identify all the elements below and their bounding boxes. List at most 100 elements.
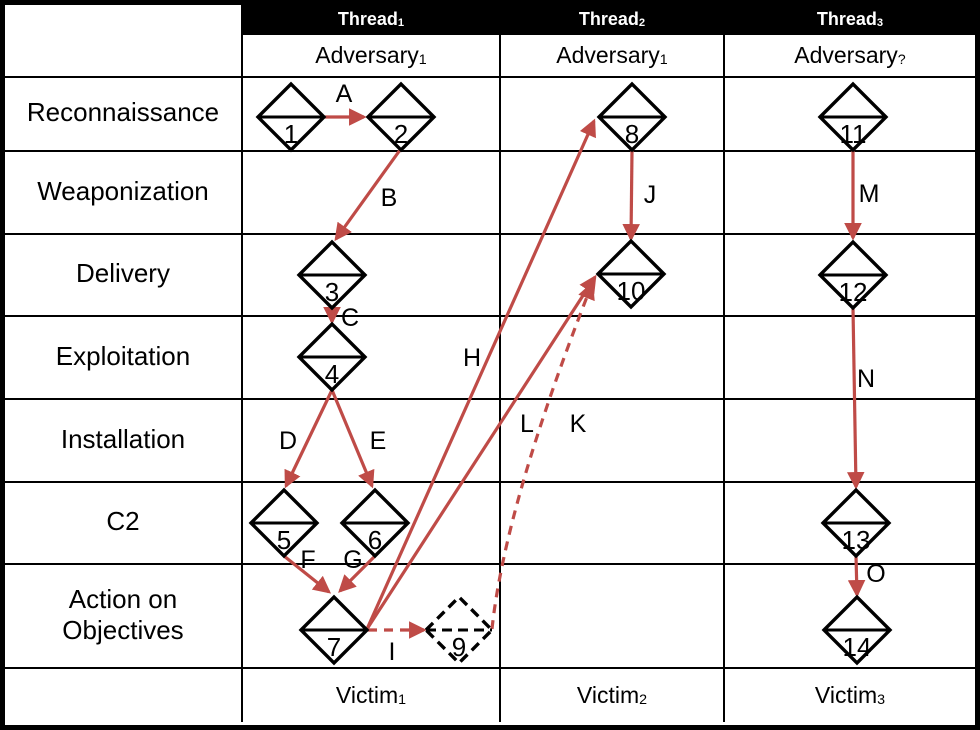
node-2-number: 2 xyxy=(394,119,408,149)
arrow-label-E: E xyxy=(370,427,387,455)
phase-weaponization: Weaponization xyxy=(37,175,209,206)
arrow-label-O: O xyxy=(866,560,885,588)
arrow-N xyxy=(846,307,865,490)
victim1-label: Victim xyxy=(335,681,399,708)
phase-reconnaissance: Reconnaissance xyxy=(26,97,220,128)
node-14-number: 14 xyxy=(843,632,872,662)
arrow-label-B: B xyxy=(381,184,398,212)
arrow-B xyxy=(334,149,402,242)
grid-line xyxy=(5,667,975,669)
arrow-K xyxy=(490,281,595,630)
phase-delivery: Delivery xyxy=(76,258,170,289)
adversary3-label: Adversary xyxy=(794,42,898,68)
node-1: 1 xyxy=(255,81,327,153)
arrow-J xyxy=(622,150,640,242)
node-10-number: 10 xyxy=(617,276,646,306)
node-8-number: 8 xyxy=(625,119,639,149)
node-12-number: 12 xyxy=(839,277,868,307)
grid-line xyxy=(5,481,975,483)
adversary1-label: Adversary xyxy=(315,42,419,68)
node-13-number: 13 xyxy=(842,525,871,555)
arrow-label-L: L xyxy=(520,410,534,438)
node-13: 13 xyxy=(820,487,892,559)
node-9: 9 xyxy=(423,594,495,666)
node-4-number: 4 xyxy=(325,359,339,389)
thread-header-background xyxy=(241,5,975,34)
victim2-label: Victim xyxy=(576,681,640,708)
thread1-subscript: 1 xyxy=(397,17,405,30)
grid-line xyxy=(499,5,501,722)
node-7: 7 xyxy=(298,594,370,666)
arrow-E xyxy=(330,389,375,489)
node-14: 14 xyxy=(821,594,893,666)
arrow-label-I: I xyxy=(389,638,396,666)
arrow-D xyxy=(284,389,334,489)
thread3-label: Thread xyxy=(816,9,877,29)
victim3-label: Victim xyxy=(814,681,878,708)
phase-exploitation: Exploitation xyxy=(55,340,191,371)
arrow-G xyxy=(338,554,377,593)
arrow-H xyxy=(365,118,596,630)
adversary2-subscript: 1 xyxy=(659,52,668,69)
grid-line xyxy=(5,76,975,78)
thread2-label: Thread xyxy=(578,9,639,29)
phase-action-on-objectives: Action on Objectives xyxy=(62,583,184,645)
grid-line xyxy=(241,33,975,35)
arrow-label-N: N xyxy=(857,365,875,393)
node-5-number: 5 xyxy=(277,525,291,555)
thread3-subscript: 3 xyxy=(876,17,884,30)
grid-line xyxy=(5,398,975,400)
arrow-label-F: F xyxy=(300,546,315,574)
adversary3-subscript: ? xyxy=(897,52,906,69)
thread2-subscript: 2 xyxy=(638,17,646,30)
grid-line xyxy=(5,233,975,235)
arrow-label-C: C xyxy=(341,304,359,332)
grid-line xyxy=(5,150,975,152)
adversary2-label: Adversary xyxy=(556,42,660,68)
grid-line xyxy=(723,5,725,722)
victim3-subscript: 3 xyxy=(877,691,886,708)
thread1-label: Thread xyxy=(337,9,398,29)
node-9-number: 9 xyxy=(452,632,466,662)
node-8: 8 xyxy=(596,81,668,153)
node-11-number: 11 xyxy=(840,119,867,149)
arrow-label-G: G xyxy=(343,546,362,574)
node-3-number: 3 xyxy=(325,277,339,307)
node-12: 12 xyxy=(817,239,889,311)
thread3-adversary: Adversary? xyxy=(725,35,975,76)
arrow-label-K: K xyxy=(570,410,587,438)
node-1-number: 1 xyxy=(284,119,298,149)
node-6-number: 6 xyxy=(368,525,382,555)
node-11: 11 xyxy=(817,81,889,153)
adversary1-subscript: 1 xyxy=(418,52,427,69)
node-2: 2 xyxy=(365,81,437,153)
arrow-label-H: H xyxy=(463,344,481,372)
arrow-label-A: A xyxy=(336,80,353,108)
arrow-F xyxy=(283,554,332,594)
node-7-number: 7 xyxy=(327,632,341,662)
victim1-subscript: 1 xyxy=(398,691,407,708)
arrow-label-M: M xyxy=(859,180,880,208)
grid-line xyxy=(5,563,975,565)
phase-installation: Installation xyxy=(60,423,186,454)
node-4: 4 xyxy=(296,321,368,393)
node-6: 6 xyxy=(339,487,411,559)
phase-c2: C2 xyxy=(106,506,140,537)
arrow-label-J: J xyxy=(644,181,657,209)
arrow-O xyxy=(847,555,866,598)
victim2-subscript: 2 xyxy=(639,691,648,708)
node-5: 5 xyxy=(248,487,320,559)
arrow-L xyxy=(365,274,597,630)
node-10: 10 xyxy=(595,238,667,310)
node-3: 3 xyxy=(296,239,368,311)
